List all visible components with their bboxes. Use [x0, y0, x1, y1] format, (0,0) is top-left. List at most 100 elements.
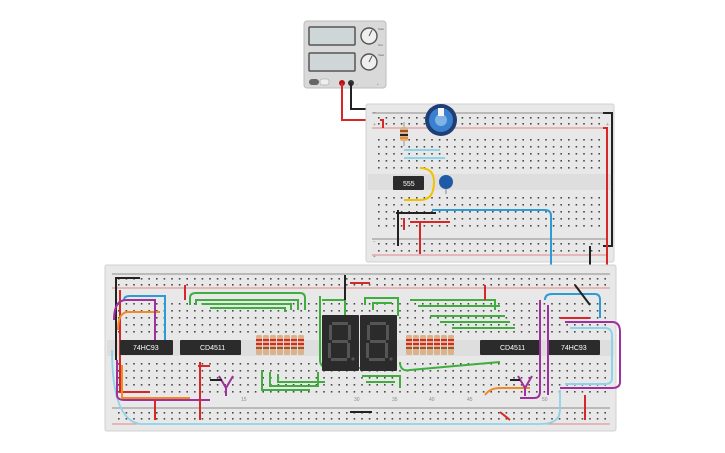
timing-capacitor[interactable]: [439, 175, 453, 194]
resistor-band: [406, 347, 412, 349]
psu-label-vout: Vout: [378, 27, 384, 31]
wire-red-rail-join[interactable]: [380, 119, 384, 128]
wire-lightblue-long[interactable]: [111, 349, 561, 425]
resistor-band: [256, 343, 262, 345]
bottom-col-30: 30: [354, 397, 360, 403]
resistor-band: [256, 339, 262, 341]
resistor-band: [298, 347, 304, 349]
bottom-col-40: 40: [429, 397, 435, 403]
seven-segment-display-left[interactable]: [322, 315, 359, 371]
wire-purple-left[interactable]: [113, 299, 156, 340]
chip-cd4511-right[interactable]: CD4511: [480, 340, 541, 355]
resistor-band: [427, 347, 433, 349]
chip-74hc93-right-label: 74HC93: [561, 345, 587, 352]
resistor-band: [277, 343, 283, 345]
wire-purple-right[interactable]: [520, 300, 541, 399]
wire-blue-clock[interactable]: [432, 209, 552, 360]
wire-blue-left[interactable]: [123, 295, 166, 340]
resistor-band: [270, 339, 276, 341]
chip-cd4511-right-label: CD4511: [500, 345, 525, 352]
chip-74hc93-left-label: 74HC93: [133, 345, 159, 352]
resistor-band: [291, 347, 297, 349]
resistor-band: [284, 343, 290, 345]
chip-cd4511-left[interactable]: CD4511: [180, 340, 241, 355]
psu-terminal-plus: +: [377, 82, 379, 86]
wire-yellow[interactable]: [404, 167, 436, 201]
bottom-col-50: 50: [542, 397, 548, 403]
resistor-band: [277, 347, 283, 349]
top-rail-minus: −: [373, 110, 376, 116]
chip-74hc93-left[interactable]: 74HC93: [120, 340, 173, 355]
wire-black-right-diag[interactable]: [574, 284, 591, 306]
power-supply[interactable]: Vout Cur Vset − +: [303, 20, 387, 89]
resistor-band: [441, 347, 447, 349]
resistor-band: [441, 339, 447, 341]
resistor-band: [441, 343, 447, 345]
resistor-band: [434, 347, 440, 349]
wire-orange-left-2[interactable]: [121, 365, 190, 399]
resistor-band: [291, 343, 297, 345]
resistor-band: [413, 347, 419, 349]
resistor-band: [434, 339, 440, 341]
resistor-band: [427, 343, 433, 345]
resistor-band: [448, 339, 454, 341]
resistor-band: [284, 339, 290, 341]
wire-lightblue-loop-right[interactable]: [565, 327, 613, 385]
wire-red-rail-right[interactable]: [603, 127, 608, 257]
resistor-band: [406, 343, 412, 345]
resistor-band: [420, 347, 426, 349]
resistor-band: [291, 339, 297, 341]
resistor-band: [298, 343, 304, 345]
resistor-band: [270, 343, 276, 345]
psu-label-cur: Cur: [378, 43, 383, 47]
seven-segment-display-right[interactable]: [360, 315, 397, 371]
resistor-band: [413, 339, 419, 341]
resistor-band: [448, 347, 454, 349]
resistor-band: [263, 343, 269, 345]
resistor-band: [406, 339, 412, 341]
wire-blue-right[interactable]: [544, 293, 601, 318]
bottom-col-45: 45: [467, 397, 473, 403]
psu-label-vset: Vset: [378, 53, 384, 57]
wire-red-left-vcc[interactable]: [119, 290, 150, 393]
resistor-band: [420, 339, 426, 341]
resistor-band: [277, 339, 283, 341]
wire-red-right-diag[interactable]: [499, 411, 511, 421]
green-wire-bundle-right[interactable]: [362, 297, 515, 388]
power-switch[interactable]: [309, 79, 319, 85]
resistor-band: [427, 339, 433, 341]
bottom-rail-plus: +: [373, 254, 376, 260]
resistor-band: [448, 343, 454, 345]
resistor-array-left[interactable]: [256, 335, 304, 355]
top-rail-plus: +: [373, 122, 376, 128]
wire-purple-left-2[interactable]: [116, 360, 210, 401]
resistor-band: [270, 347, 276, 349]
top-rail-plus-right: +: [606, 122, 609, 128]
green-wire-bundle-left[interactable]: [189, 292, 360, 391]
resistor-band: [413, 343, 419, 345]
chip-74hc93-right[interactable]: 74HC93: [547, 340, 600, 355]
resistor-array-right[interactable]: [406, 335, 454, 355]
resistor-band: [420, 343, 426, 345]
chip-cd4511-left-label: CD4511: [200, 345, 225, 352]
resistor-band: [256, 347, 262, 349]
resistor-band: [434, 343, 440, 345]
resistor-band: [298, 339, 304, 341]
potentiometer[interactable]: [425, 104, 457, 136]
bottom-col-35: 35: [392, 397, 398, 403]
wire-orange-left[interactable]: [117, 311, 160, 331]
wire-black-left-gnd[interactable]: [115, 277, 140, 360]
resistor-band: [263, 339, 269, 341]
timer-555-chip[interactable]: 555: [393, 176, 424, 190]
wire-orange-right[interactable]: [484, 387, 530, 396]
timer-555-label: 555: [403, 181, 415, 188]
resistor-band: [284, 347, 290, 349]
timing-resistor[interactable]: [400, 122, 408, 146]
wire-purple-loop-right[interactable]: [560, 321, 621, 389]
bottom-rail-minus: −: [373, 239, 376, 245]
resistor-band: [263, 347, 269, 349]
psu-terminal-minus: −: [356, 82, 358, 86]
bottom-col-15: 15: [241, 397, 247, 403]
wire-purple-y-right[interactable]: [517, 375, 533, 396]
